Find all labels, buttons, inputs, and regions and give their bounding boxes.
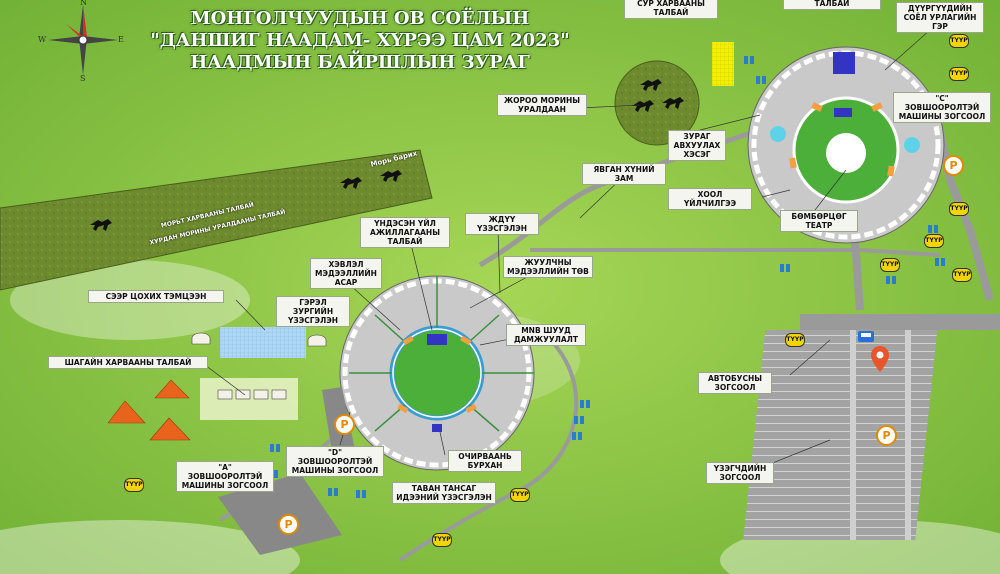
label-a-parking: "А" ЗОВШООРОЛТЭЙ МАШИНЫ ЗОГСООЛ [176, 461, 274, 492]
label-d-parking: "D" ЗОВШООРОЛТЭЙ МАШИНЫ ЗОГСООЛ [286, 446, 384, 477]
restroom-badge: ТҮҮР [124, 478, 144, 492]
label-national-activity-field: ҮНДЭСЭН ҮЙЛ АЖИЛЛАГААНЫ ТАЛБАЙ [360, 217, 450, 248]
label-pacer-race: ЖОРОО МОРИНЫ УРАЛДААН [497, 94, 587, 116]
label-archery-field: СУР ХАРВААНЫ ТАЛБАЙ [624, 0, 718, 19]
parking-icon: P [943, 155, 964, 176]
label-shagai-field: ШАГАЙН ХАРВААНЫ ТАЛБАЙ [48, 356, 208, 369]
pedestrian-path [530, 248, 941, 257]
tent-icon [107, 379, 191, 441]
archery-field [712, 42, 734, 86]
label-ochirvaani: ОЧИРВААНЬ БУРХАН [448, 450, 522, 472]
bus-parking-stripe [905, 330, 911, 540]
restroom-badge: ТҮҮР [949, 67, 969, 81]
restroom-icon [268, 56, 945, 498]
label-tourist-info-center: ЖУУЛЧНЫ МЭДЭЭЛЛИЙН ТӨВ [503, 256, 593, 278]
label-press-pavilion: ХЭВЛЭЛ МЭДЭЭЛЛИЙН АСАР [310, 258, 382, 289]
pointer-lines [204, 29, 931, 471]
label-photo-area: ЗУРАГ АВХУУЛАХ ХЭСЭГ [668, 130, 726, 161]
label-top-field: ТАЛБАЙ [783, 0, 881, 10]
bus-parking-stripe [850, 330, 856, 540]
horse-rider-icon [90, 170, 402, 231]
compass-south-label: S [80, 74, 86, 83]
title-line-1: МОНГОЛЧУУДЫН ОВ СОЁЛЫН [190, 8, 530, 29]
label-food-service: ХООЛ ҮЙЛЧИЛГЭЭ [668, 188, 752, 210]
parking-icon: P [278, 514, 299, 535]
photo-exhibition-area [220, 327, 306, 358]
bus-icon [858, 331, 874, 342]
compass-rose-icon [48, 5, 118, 75]
restroom-badge: ТҮҮР [949, 202, 969, 216]
label-district-culture-ger: ДҮҮРГҮҮДИЙН СОЁЛ УРЛАГИЙН ГЭР [896, 2, 984, 33]
label-globe-theater: БӨМБӨРЦӨГ ТЕАТР [780, 210, 858, 232]
horse-archery-field [0, 149, 433, 291]
restroom-badge: ТҮҮР [952, 268, 972, 282]
globe-theater [826, 133, 866, 173]
viewer-parking-lot [743, 330, 938, 540]
restroom-badge: ТҮҮР [949, 34, 969, 48]
a-parking-lot [218, 473, 342, 555]
restroom-badge: ТҮҮР [510, 488, 530, 502]
label-sme-exhibition: ЖДҮҮ ҮЗЭСГЭЛЭН [465, 213, 539, 235]
horse-rider-icon [632, 79, 684, 112]
compass-north-label: N [80, 0, 87, 7]
bus-parking-road [800, 314, 1000, 330]
pedestrian-path [478, 127, 761, 268]
label-photo-exhibition: ГЭРЭЛ ЗУРГИЙН ҮЗЭСГЭЛЭН [276, 296, 350, 327]
location-pin-icon [871, 346, 889, 372]
restroom-badge: ТҮҮР [880, 258, 900, 272]
restroom-badge: ТҮҮР [785, 333, 805, 347]
title-line-2: "ДАНШИГ НААДАМ- ХҮРЭЭ ЦАМ 2023" [150, 30, 570, 51]
pacer-race-field [614, 60, 700, 146]
label-bus-parking: АВТОБУСНЫ ЗОГСООЛ [698, 372, 772, 394]
cloud [0, 520, 300, 574]
parking-icon: P [334, 414, 355, 435]
label-mnb-broadcast: MNB ШУУД ДАМЖУУЛАЛТ [506, 324, 586, 346]
stadium-central [339, 275, 535, 471]
parking-icon: P [876, 425, 897, 446]
label-pedestrian-path: ЯВГАН ХҮНИЙ ЗАМ [582, 163, 666, 185]
label-viewer-parking: ҮЗЭГЧДИЙН ЗОГСООЛ [706, 462, 774, 484]
compass-west-label: W [38, 35, 47, 44]
label-seer-competition: СЭЭР ЦОХИХ ТЭМЦЭЭН [88, 290, 224, 303]
compass-east-label: E [118, 35, 124, 44]
restroom-badge: ТҮҮР [432, 533, 452, 547]
main-road [851, 239, 864, 311]
restroom-badge: ТҮҮР [924, 234, 944, 248]
label-c-parking: "С" ЗОВШООРОЛТЭЙ МАШИНЫ ЗОГСООЛ [893, 92, 991, 123]
map-title: МОНГОЛЧУУДЫН ОВ СОЁЛЫН "ДАНШИГ НААДАМ- Х… [130, 8, 590, 74]
title-line-3: НААДМЫН БАЙРШЛЫН ЗУРАГ [190, 52, 530, 73]
label-five-dairy-exhibition: ТАВАН ТАНСАГ ИДЭЭНИЙ ҮЗЭСГЭЛЭН [392, 482, 496, 504]
